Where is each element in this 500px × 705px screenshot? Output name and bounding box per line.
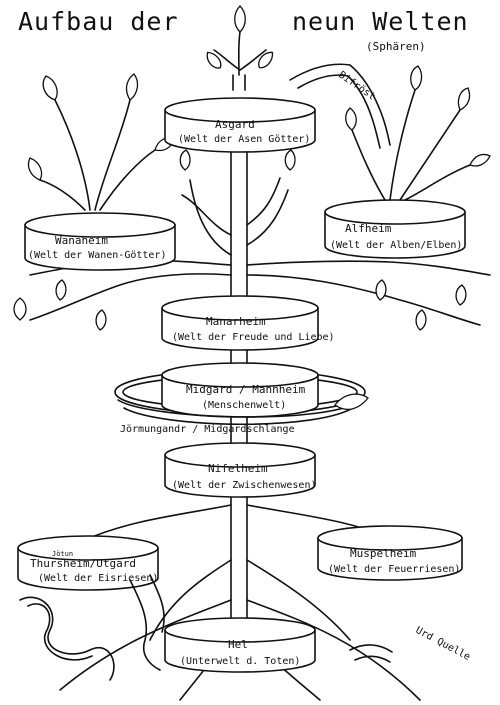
muspelheim-desc: (Welt der Feuerriesen) xyxy=(328,564,460,575)
hel-name: Hel xyxy=(228,638,248,651)
hel-desc: (Unterwelt d. Toten) xyxy=(180,656,300,667)
world-muspelheim: Muspelheim (Welt der Feuerriesen) xyxy=(317,525,463,581)
dragon-nidhogg-coils xyxy=(19,574,165,681)
urd-well-label: Urd Quelle xyxy=(414,625,472,663)
midgard-name: Midgard / Mannheim xyxy=(186,383,306,396)
serpent-label: Jörmungandr / Midgardschlange xyxy=(120,424,295,435)
world-manarheim: Manarheim (Welt der Freude und Liebe) xyxy=(161,295,335,351)
manarheim-desc: (Welt der Freude und Liebe) xyxy=(172,332,335,343)
nifelheim-desc: (Welt der Zwischenwesen) xyxy=(172,480,317,491)
wanaheim-name: Wanaheim xyxy=(55,234,108,247)
thursheim-note: Jötun xyxy=(52,550,73,558)
asgard-desc: (Welt der Asen Götter) xyxy=(178,134,310,145)
midgard-desc: (Menschenwelt) xyxy=(202,400,286,411)
world-hel: Hel (Unterwelt d. Toten) xyxy=(164,617,316,673)
tree-trunk xyxy=(206,5,274,626)
thursheim-name: Thursheim/Utgard xyxy=(30,557,136,570)
muspelheim-name: Muspelheim xyxy=(350,547,417,560)
world-midgard: Midgard / Mannheim (Menschenwelt) xyxy=(161,362,319,418)
serpent-front: Jörmungandr / Midgardschlange xyxy=(117,393,369,435)
bifrost-label: Bifröst xyxy=(336,69,377,102)
title-subtitle: (Sphären) xyxy=(366,40,426,53)
alfheim-name: Alfheim xyxy=(345,222,392,235)
world-nifelheim: Nifelheim (Welt der Zwischenwesen) xyxy=(164,442,317,498)
world-alfheim: Alfheim (Welt der Alben/Elben) xyxy=(324,199,466,259)
world-asgard: Asgard (Welt der Asen Götter) xyxy=(164,97,316,153)
title-right: neun Welten xyxy=(292,7,469,36)
thursheim-desc: (Welt der Eisriesen) xyxy=(38,573,158,584)
asgard-name: Asgard xyxy=(215,118,255,131)
alfheim-desc: (Welt der Alben/Elben) xyxy=(330,240,462,251)
world-thursheim: Jötun Thursheim/Utgard (Welt der Eisries… xyxy=(17,535,159,591)
manarheim-name: Manarheim xyxy=(206,315,266,328)
wanaheim-desc: (Welt der Wanen-Götter) xyxy=(28,250,166,261)
world-wanaheim: Wanaheim (Welt der Wanen-Götter) xyxy=(24,212,176,271)
title-left: Aufbau der xyxy=(18,7,179,36)
leaf-sprouts xyxy=(13,65,491,331)
nifelheim-name: Nifelheim xyxy=(208,462,268,475)
title-block: Aufbau der neun Welten (Sphären) xyxy=(18,7,469,53)
